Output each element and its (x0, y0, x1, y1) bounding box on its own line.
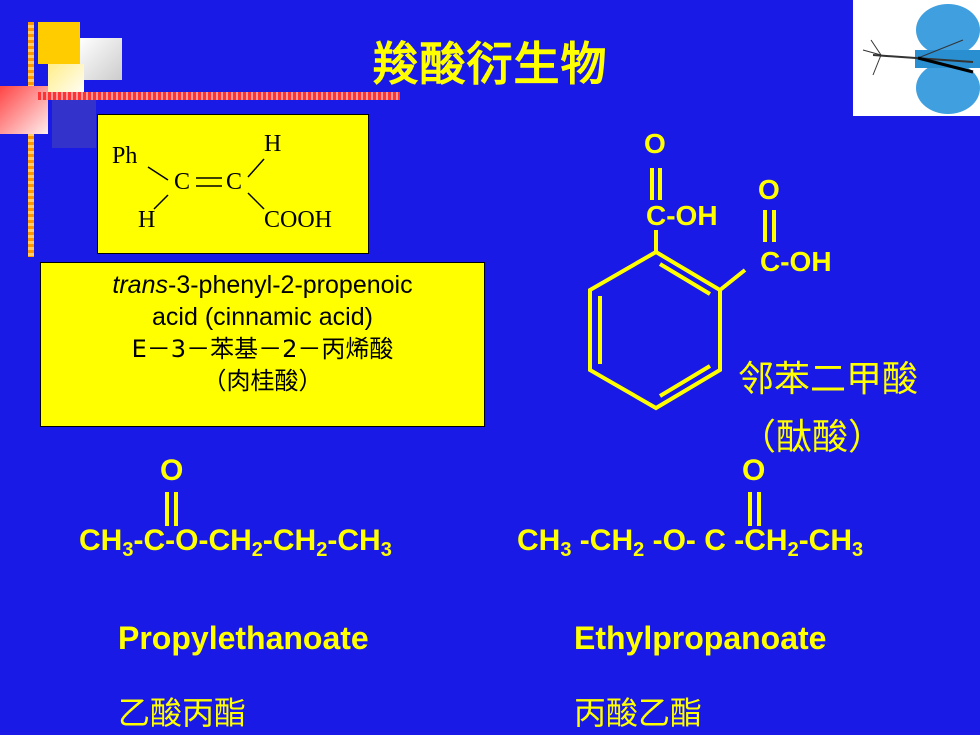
ester1-cn-name: 乙酸丙酯 (118, 694, 247, 732)
cinnamic-name-line1: trans-3-phenyl-2-propenoic (112, 271, 413, 299)
ester2-formula: CH3 -CH2 -O- C -CH2-CH3 (517, 524, 864, 561)
c2-label: C (226, 169, 243, 195)
phthalic-group2: C-OH (760, 246, 832, 277)
h-bottom-label: H (138, 207, 156, 233)
phthalic-group1: C-OH (646, 200, 718, 231)
ester2-o: O (742, 454, 766, 487)
molecule-image (853, 0, 980, 116)
cinnamic-name-box: trans-3-phenyl-2-propenoic acid (cinnami… (40, 262, 485, 427)
phthalic-alias: （酞酸） (740, 417, 885, 458)
decor-corner (0, 0, 410, 260)
ph-label: Ph (112, 143, 138, 169)
ester1-name: Propylethanoate (118, 620, 369, 656)
ester1-double-bond (165, 492, 178, 526)
cinnamic-name-line2: acid (cinnamic acid) (152, 303, 373, 331)
ester1-o: O (160, 454, 184, 487)
cinnamic-name-line4: （肉桂酸） (202, 367, 323, 395)
cinnamic-name-line3: E－3－苯基－2－丙烯酸 (131, 335, 394, 363)
ester2-double-bond (748, 492, 761, 526)
phthalic-name: 邻苯二甲酸 (738, 359, 919, 400)
c1-label: C (174, 169, 191, 195)
phthalic-ring (588, 168, 747, 411)
ester2-cn-name: 丙酸乙酯 (574, 694, 703, 732)
h-top-label: H (264, 131, 282, 157)
page-title: 羧酸衍生物 (372, 37, 608, 91)
ester1-formula: CH3-C-O-CH2-CH2-CH3 (79, 524, 392, 561)
ester2-name: Ethylpropanoate (574, 620, 827, 656)
cooh-label: COOH (264, 207, 333, 233)
phthalic-o2: O (758, 174, 780, 205)
cinnamic-structure-box: Ph C C H H COOH (97, 114, 369, 254)
phthalic-o1: O (644, 128, 666, 159)
phthalic-double-bond (763, 210, 776, 242)
